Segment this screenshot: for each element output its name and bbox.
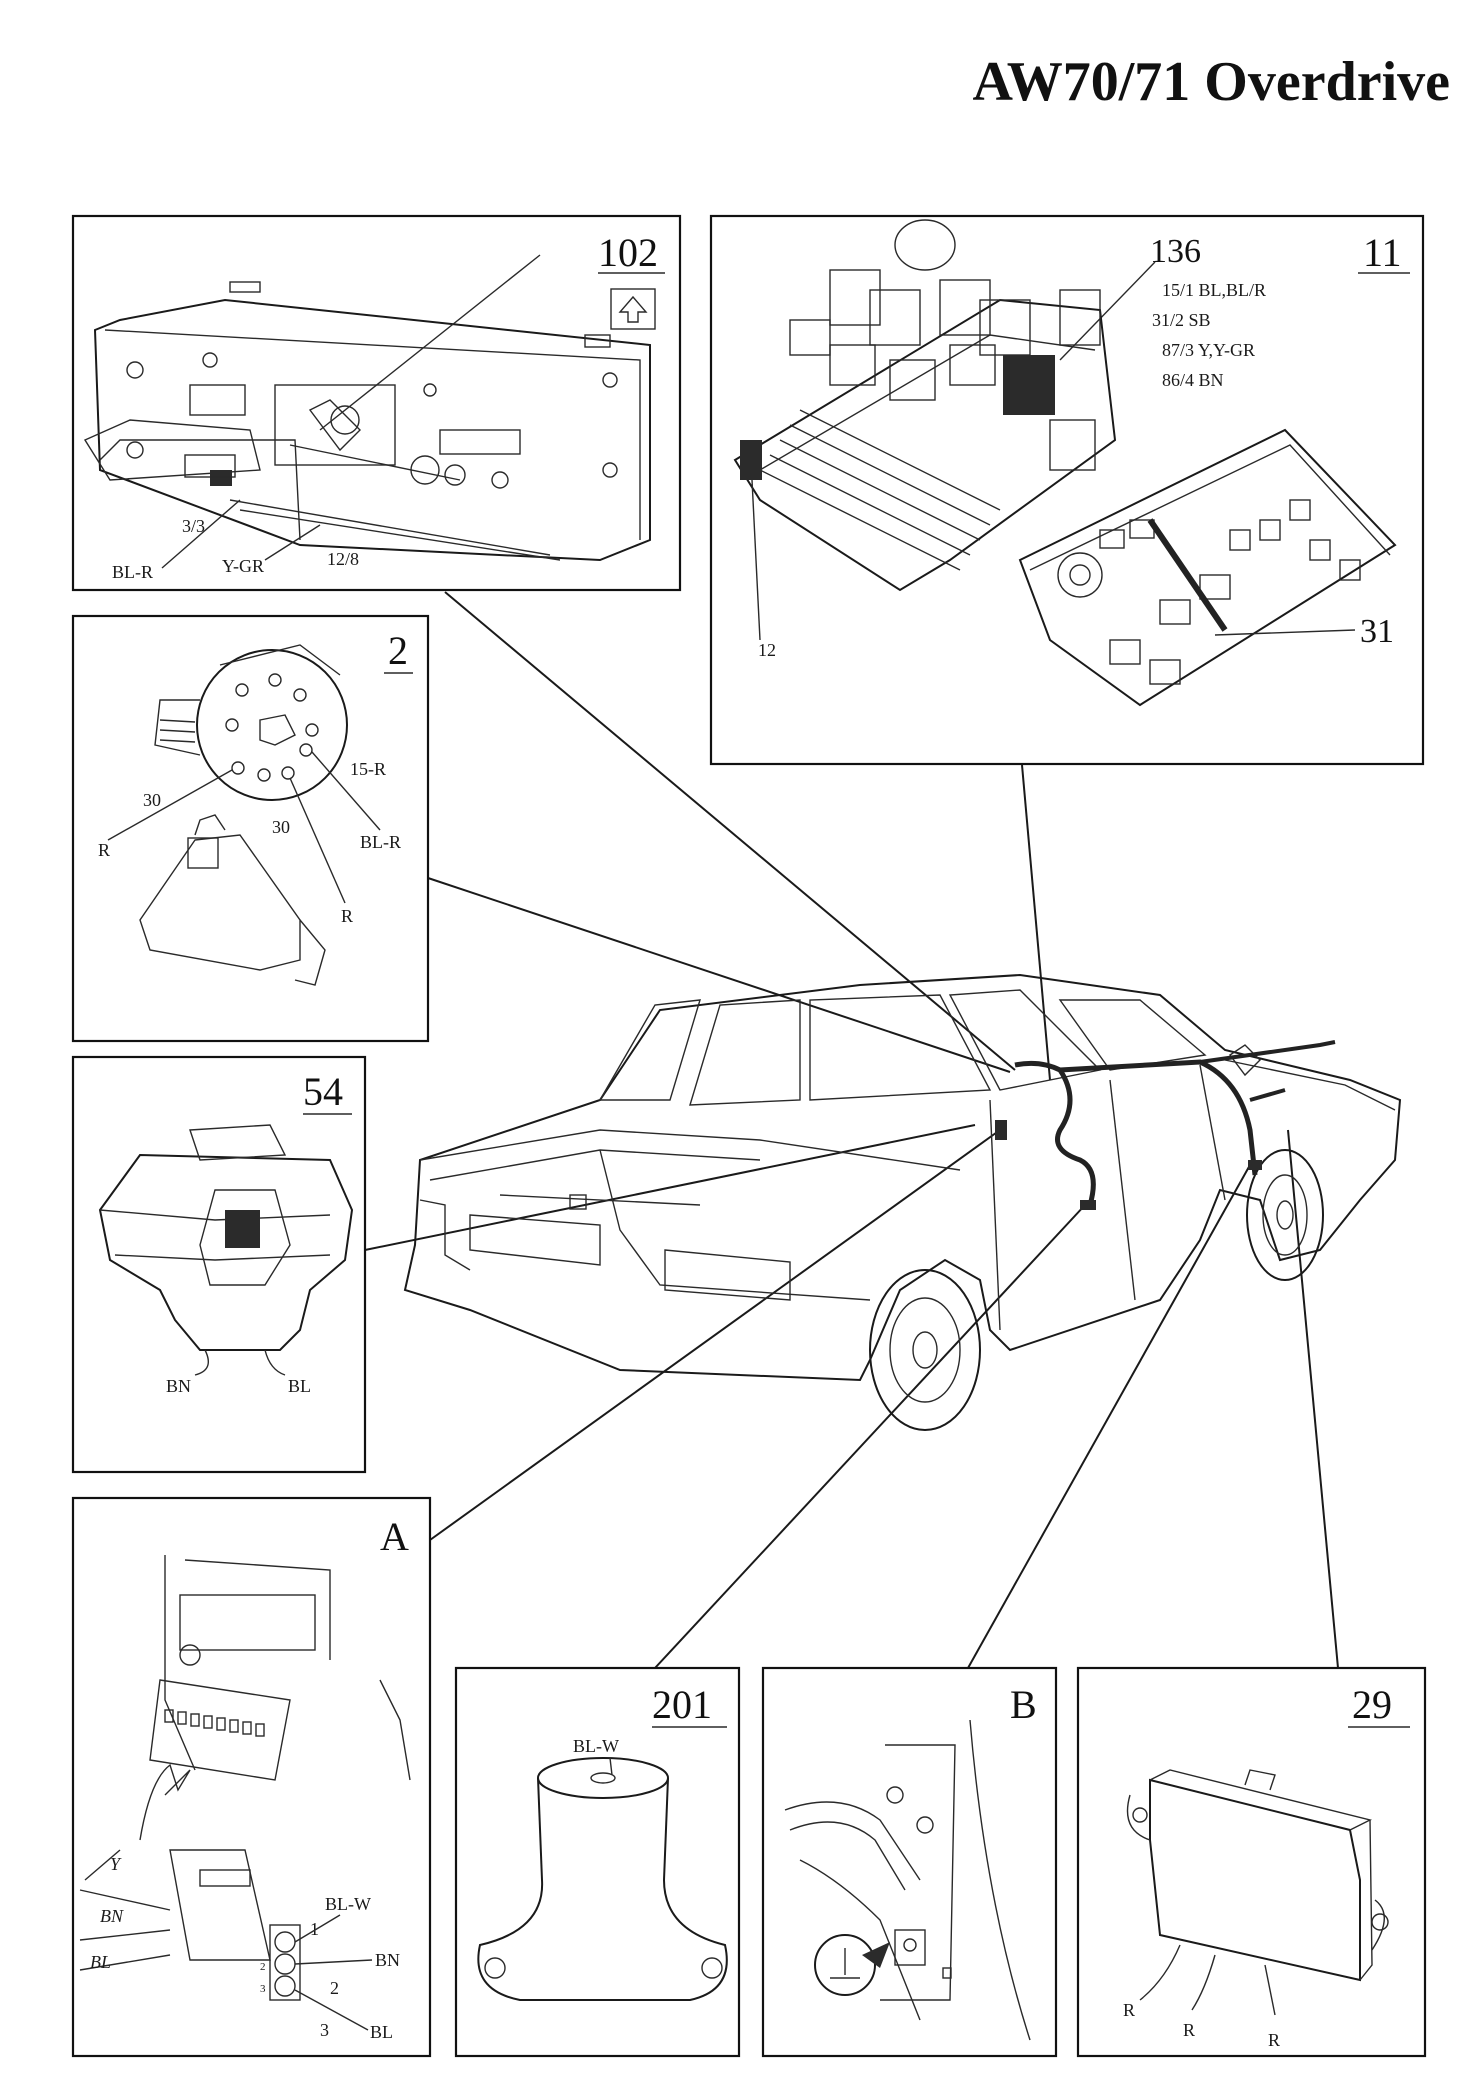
panel-201-number: 201 (652, 1682, 712, 1727)
car-illustration (403, 973, 1402, 1431)
panel-29-label-r-a: R (1123, 2000, 1135, 2020)
panel-A-label-bn: BN (100, 1906, 124, 1926)
panel-54-number: 54 (303, 1069, 343, 1114)
panel-29: 29 R R R (1076, 1666, 1427, 2058)
panel-11-number: 11 (1363, 230, 1402, 275)
relay-box-drawing (733, 219, 1117, 641)
panel-2-label-bl-r: BL-R (360, 832, 401, 852)
panel-A-label-1: 1 (310, 1919, 319, 1939)
panel-A-label-bn-2: BN (375, 1950, 400, 1970)
panel-2-label-30-b: 30 (272, 817, 290, 837)
panel-11-label-12: 12 (758, 640, 776, 660)
panel-102-number: 102 (598, 230, 658, 275)
sensor-201-drawing (477, 1757, 728, 2001)
pin-86-4: 86/4 BN (1162, 370, 1224, 390)
pin-31-2: 31/2 SB (1152, 310, 1211, 330)
panel-2: 2 15-R 30 BL- (71, 614, 430, 1043)
instrument-cluster-drawing (83, 254, 651, 562)
panel-102-label-bl-r: BL-R (112, 562, 153, 582)
page-title: AW70/71 Overdrive (973, 51, 1450, 113)
panel-2-label-15-r: 15-R (350, 759, 386, 779)
fuse-box-drawing (1018, 428, 1397, 707)
panel-2-number: 2 (388, 628, 408, 673)
panel-29-label-r-c: R (1268, 2030, 1280, 2050)
ground-point-drawing (784, 1719, 1031, 2041)
panel-A-label-2: 2 (330, 1978, 339, 1998)
panel-A-pin-3: 3 (260, 1983, 266, 1995)
ignition-switch-drawing (139, 644, 348, 986)
panel-A: A (71, 1496, 432, 2058)
panel-102-label-3-3: 3/3 (182, 516, 205, 536)
panel-54-label-bl: BL (288, 1376, 311, 1396)
panel-102-label-y-gr: Y-GR (222, 556, 264, 576)
relay-136-label: 136 (1150, 233, 1201, 270)
panel-2-label-r-b: R (341, 906, 353, 926)
pin-87-3: 87/3 Y,Y-GR (1162, 340, 1255, 360)
panel-201: 201 BL-W (454, 1666, 741, 2058)
panel-11: 11 136 15/1 BL,BL/R 31/2 SB 87/3 Y,Y-GR … (709, 214, 1425, 766)
panel-A-label-bl: BL (90, 1952, 111, 1972)
control-unit-drawing (1126, 1769, 1389, 2016)
panel-29-number: 29 (1352, 1682, 1392, 1727)
panel-2-label-30-a: 30 (143, 790, 161, 810)
panel-A-pin-2: 2 (260, 1961, 266, 1973)
panel-54-label-bn: BN (166, 1376, 191, 1396)
relay-54-drawing (98, 1124, 354, 1376)
panel-A-label-y: Y (110, 1854, 122, 1874)
pin-15-1: 15/1 BL,BL/R (1162, 280, 1266, 300)
up-arrow-icon (610, 288, 656, 330)
panel-102-label-12-8: 12/8 (327, 549, 359, 569)
leader-lines (364, 591, 1339, 1669)
console-drawing (79, 1555, 411, 2001)
panel-54: 54 BN BL (71, 1055, 367, 1474)
panel-11-label-31: 31 (1360, 613, 1394, 650)
panel-A-label-bl-2: BL (370, 2022, 393, 2042)
panel-B: B (761, 1666, 1058, 2058)
panel-A-label-bl-w: BL-W (325, 1894, 371, 1914)
panel-2-label-r-a: R (98, 840, 110, 860)
panel-A-number: A (380, 1514, 409, 1559)
panel-201-label-bl-w: BL-W (573, 1736, 619, 1756)
panel-29-label-r-b: R (1183, 2020, 1195, 2040)
panel-B-number: B (1010, 1682, 1037, 1727)
panel-102: 102 (71, 214, 682, 592)
panel-A-label-3: 3 (320, 2020, 329, 2040)
